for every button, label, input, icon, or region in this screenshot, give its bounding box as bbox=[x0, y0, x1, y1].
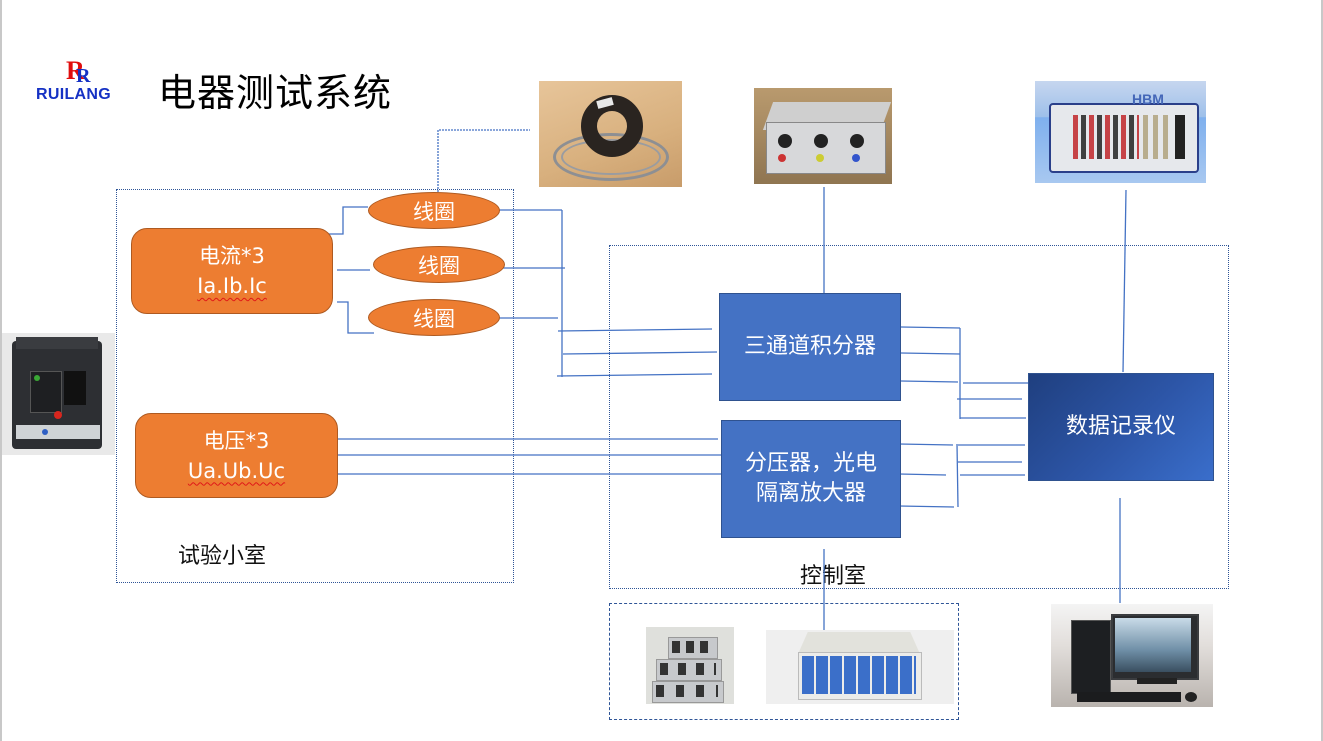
coil-3: 线圈 bbox=[368, 299, 500, 336]
optical-isolation-amplifier-photo bbox=[766, 630, 954, 704]
coil-2: 线圈 bbox=[373, 246, 505, 283]
amplifier-equipment-zone bbox=[609, 603, 959, 720]
circuit-breaker-photo bbox=[2, 333, 115, 455]
integrator-label: 三通道积分器 bbox=[743, 334, 876, 359]
right-edge bbox=[1321, 0, 1323, 741]
voltage-source-label: 电压*3 bbox=[203, 428, 270, 453]
rogowski-coil-photo bbox=[539, 81, 682, 187]
voltage-source-box: 电压*3 Ua.Ub.Uc bbox=[135, 413, 338, 498]
data-recorder-box: 数据记录仪 bbox=[1028, 373, 1214, 481]
current-phases-label: Ia.Ib.Ic bbox=[197, 274, 267, 298]
hbm-data-recorder-photo: HBM bbox=[1035, 81, 1206, 183]
logo-mark-blue: R bbox=[76, 65, 91, 87]
hbm-brand-text: HBM bbox=[1132, 91, 1164, 107]
control-room-label: 控制室 bbox=[800, 564, 867, 589]
isolation-amplifier-label-2: 隔离放大器 bbox=[755, 481, 866, 506]
coil-1-label: 线圈 bbox=[413, 199, 455, 224]
logo-wordmark: RUILANG bbox=[36, 86, 111, 103]
coil-2-label: 线圈 bbox=[418, 253, 460, 278]
desktop-computer-photo bbox=[1051, 604, 1213, 707]
voltage-divider-photo bbox=[646, 627, 734, 704]
page-title: 电器测试系统 bbox=[158, 71, 393, 115]
current-source-box: 电流*3 Ia.Ib.Ic bbox=[131, 228, 333, 314]
wire-coil-photo bbox=[437, 129, 530, 195]
coil-3-label: 线圈 bbox=[413, 306, 455, 331]
control-room-zone bbox=[609, 245, 1229, 589]
logo-mark-red: R bbox=[66, 56, 85, 85]
three-channel-integrator-photo bbox=[754, 88, 892, 184]
left-edge bbox=[0, 0, 2, 741]
coil-1: 线圈 bbox=[368, 192, 500, 229]
isolation-amplifier-label-1: 分压器，光电 bbox=[744, 451, 877, 476]
integrator-box: 三通道积分器 bbox=[719, 293, 901, 401]
test-room-zone bbox=[116, 189, 514, 583]
current-source-label: 电流*3 bbox=[199, 244, 265, 268]
test-room-label: 试验小室 bbox=[178, 544, 267, 569]
voltage-phases-label: Ua.Ub.Uc bbox=[187, 458, 286, 483]
data-recorder-label: 数据记录仪 bbox=[1065, 414, 1176, 439]
ruilang-logo: R R RUILANG bbox=[36, 58, 132, 106]
isolation-amplifier-box: 分压器，光电 隔离放大器 bbox=[721, 420, 901, 538]
